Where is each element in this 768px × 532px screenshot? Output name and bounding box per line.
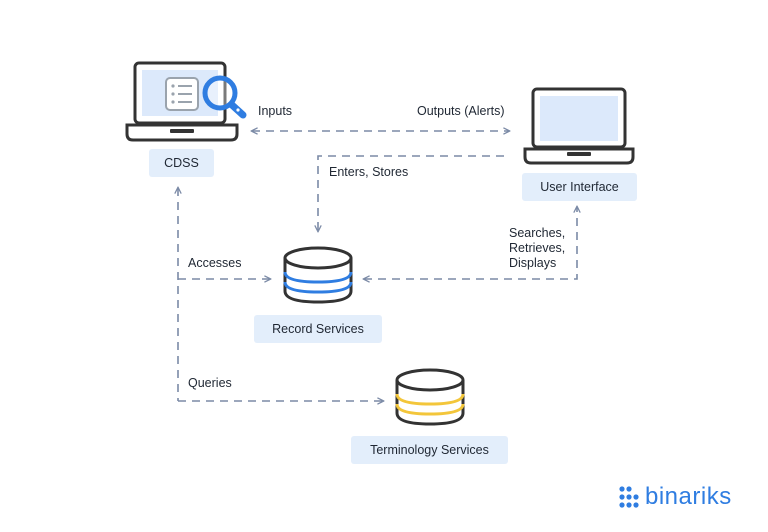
queries-edge-label: Queries [188, 376, 232, 390]
searches-retrieves-displays-edge-label: Searches, Retrieves, Displays [509, 226, 566, 270]
enters-stores-edge-label: Enters, Stores [329, 165, 409, 179]
outputs-edge-label: Outputs (Alerts) [417, 104, 505, 118]
terminology-services-database-icon [395, 368, 465, 426]
record-services-node-label: Record Services [254, 315, 382, 343]
record-services-database-icon [283, 246, 353, 304]
inputs-edge-label: Inputs [258, 104, 293, 118]
binariks-logo-icon [619, 486, 639, 508]
brand-name: binariks [645, 483, 732, 510]
cdss-laptop-icon [125, 61, 247, 142]
searches-retrieves-arrow [364, 207, 577, 279]
brand-logo: binariks [617, 483, 732, 511]
cdss-node-label: CDSS [149, 149, 214, 177]
user-interface-laptop-icon [523, 87, 635, 165]
terminology-services-node-label: Terminology Services [351, 436, 508, 464]
accesses-edge-label: Accesses [188, 256, 242, 270]
enters-stores-arrow [318, 155, 504, 231]
user-interface-node-label: User Interface [522, 173, 637, 201]
